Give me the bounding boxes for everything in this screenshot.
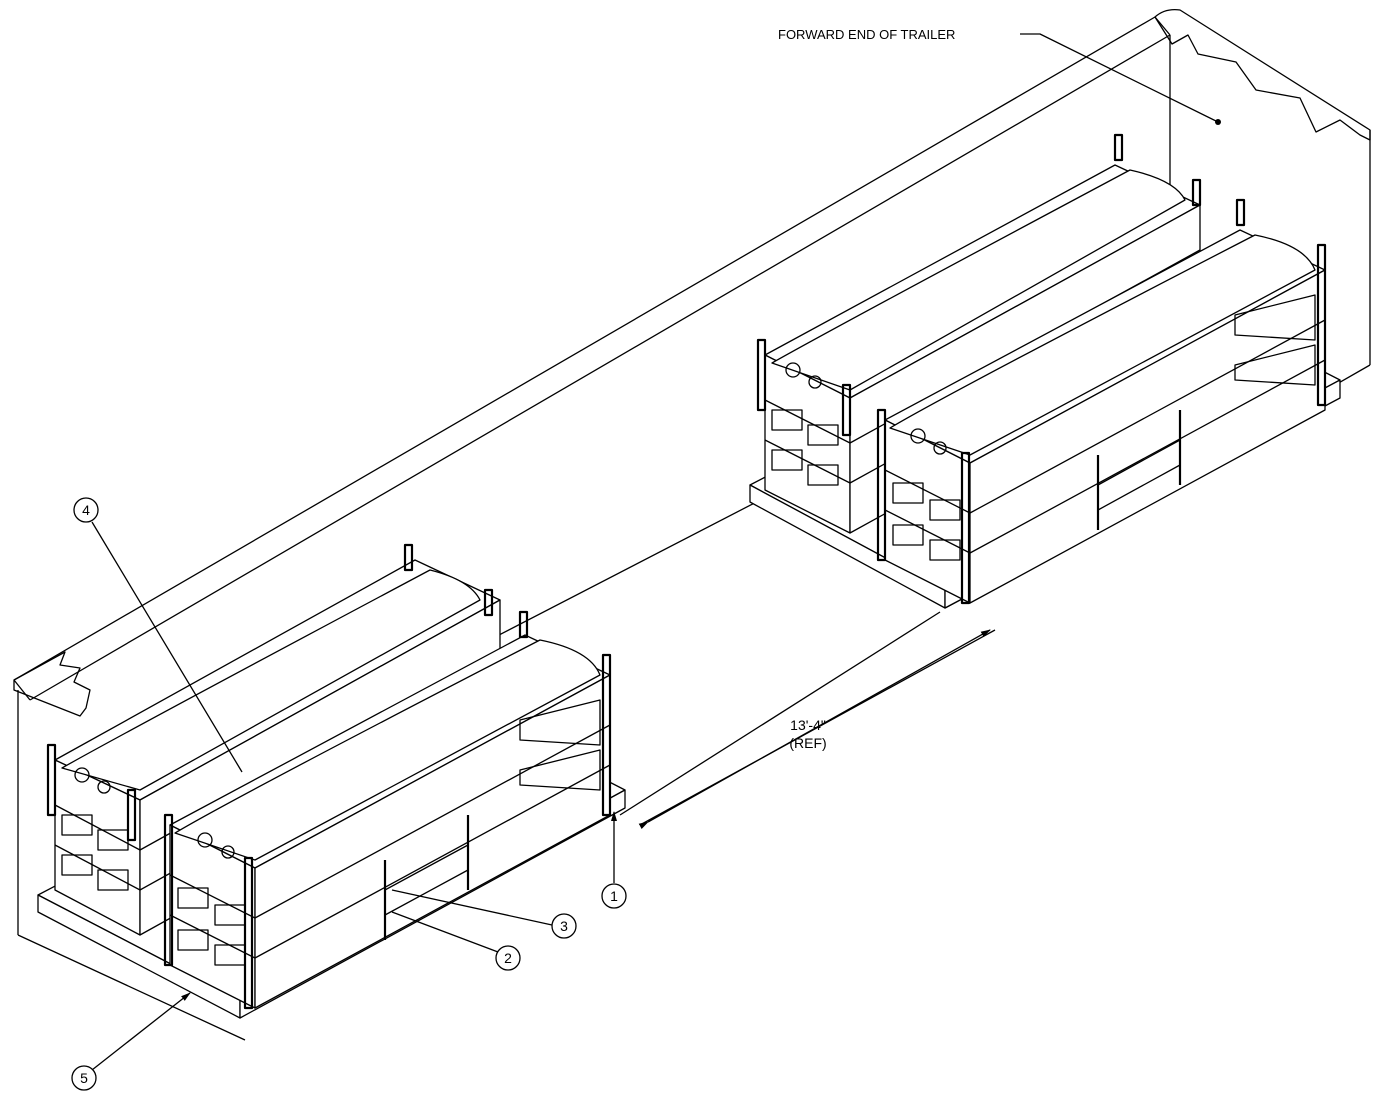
rear-right-stack — [169, 634, 611, 1009]
callout-5: 5 — [71, 992, 191, 1091]
forward-wall-breakaway — [1154, 9, 1371, 141]
callout-4: 4 — [73, 497, 243, 773]
rear-tie-down-straps — [383, 815, 470, 940]
callout-5-number: 5 — [80, 1070, 88, 1086]
callout-2: 2 — [391, 911, 521, 971]
callout-3-number: 3 — [560, 918, 568, 934]
rear-load-group — [37, 543, 626, 1019]
forward-right-stack — [884, 229, 1326, 604]
dimension-13ft-4in: 13'-4" (REF) — [638, 629, 996, 830]
callout-4-number: 4 — [82, 502, 90, 518]
callout-3: 3 — [391, 889, 577, 939]
callout-2-number: 2 — [504, 950, 512, 966]
dimension-value: 13'-4" — [790, 717, 826, 733]
forward-end-label: FORWARD END OF TRAILER — [778, 27, 955, 42]
forward-load-group — [749, 133, 1341, 609]
callout-1-number: 1 — [610, 888, 618, 904]
forward-tie-down-straps — [1096, 410, 1182, 530]
rear-lift-lugs — [46, 543, 612, 1010]
callout-1: 1 — [601, 811, 627, 909]
forward-lift-lugs — [756, 133, 1327, 605]
forward-end-callout: FORWARD END OF TRAILER — [778, 27, 1221, 125]
rear-wall-breakaway — [13, 651, 91, 717]
dimension-ref: (REF) — [789, 735, 826, 751]
